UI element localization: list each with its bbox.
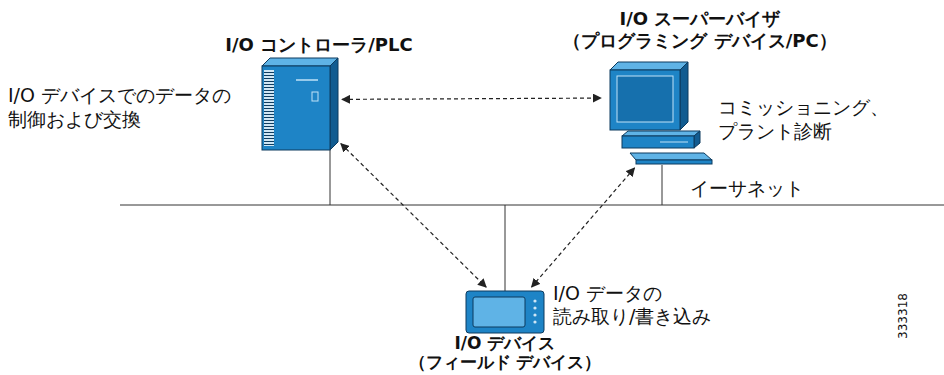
node-description: I/O デバイスでのデータの 制御および交換 [8, 84, 253, 132]
node-description: I/O データの 読み取り/書き込み [553, 282, 728, 328]
drop-line [662, 165, 663, 205]
controller-node: I/O コントローラ/PLCI/O デバイスでのデータの 制御および交換 [258, 58, 338, 150]
pc-icon [610, 62, 712, 164]
dashed-arrow [341, 144, 486, 288]
node-heading: I/O コントローラ/PLC [199, 34, 439, 56]
dashed-arrow [342, 98, 601, 99]
drop-line [330, 150, 331, 205]
node-heading: I/O デバイス （フィールド デバイス） [405, 334, 605, 371]
ethernet-line [120, 205, 944, 206]
node-heading: I/O スーパーバイザ （プログラミング デバイス/PC） [555, 8, 845, 51]
dashed-arrow [532, 168, 635, 287]
network-label: イーサネット [690, 176, 804, 202]
drop-line [505, 205, 506, 291]
supervisor-node: I/O スーパーバイザ （プログラミング デバイス/PC）コミッショニング、 プ… [605, 62, 712, 165]
plc-icon [262, 58, 338, 150]
field-device-node: I/O デバイス （フィールド デバイス）I/O データの 読み取り/書き込み [465, 290, 545, 334]
node-description: コミッショニング、 プラント診断 [718, 96, 898, 144]
figure-number: 333318 [896, 293, 910, 339]
field-device-icon [466, 291, 544, 333]
